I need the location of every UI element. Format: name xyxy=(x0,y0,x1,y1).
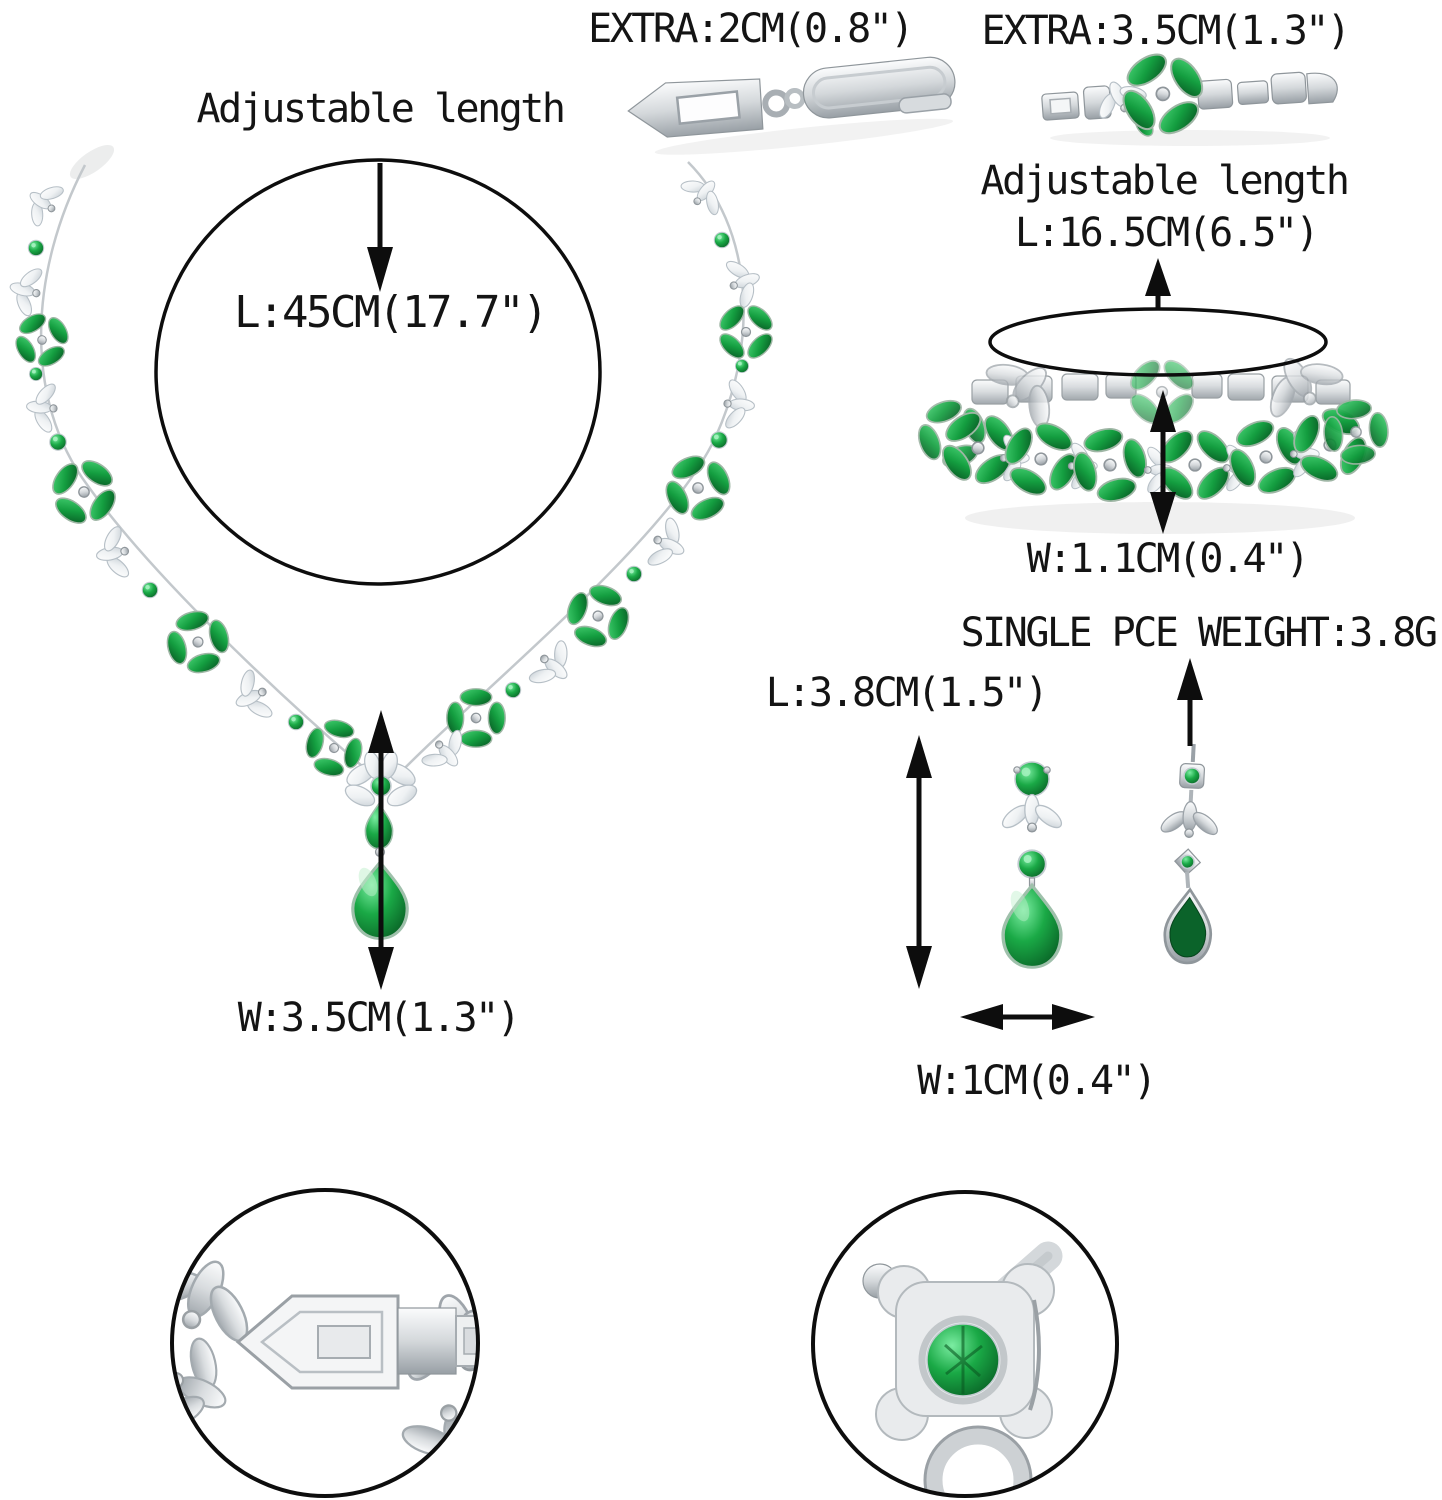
bracelet-adjustable-length-label: Adjustable length xyxy=(980,158,1350,204)
necklace-image xyxy=(2,144,777,941)
earring-weight-arrow-icon xyxy=(1177,658,1203,746)
earring-length-arrow-icon xyxy=(906,735,932,989)
earring-width-arrow-icon xyxy=(960,1004,1095,1030)
necklace-length-label: L:45CM(17.7") xyxy=(234,287,548,338)
necklace-length-annotation xyxy=(154,158,602,586)
necklace-clasp-extender-image xyxy=(627,56,956,155)
up-arrow-icon xyxy=(1145,258,1171,310)
bracelet-length-label: L:16.5CM(6.5") xyxy=(1014,210,1320,256)
clasp-detail-image xyxy=(170,1188,480,1498)
earring-side-image xyxy=(1156,743,1223,966)
necklace-extender-label: EXTRA:2CM(0.8") xyxy=(588,6,914,52)
bracelet-extender-image xyxy=(1041,41,1338,147)
earring-front-image xyxy=(998,761,1066,970)
necklace-width-arrow-icon xyxy=(368,710,394,990)
bracelet-length-annotation xyxy=(988,258,1328,377)
necklace-adjustable-length-label: Adjustable length xyxy=(196,86,566,132)
necklace-pendant-width-label: W:3.5CM(1.3") xyxy=(237,995,521,1041)
earring-width-label: W:1CM(0.4") xyxy=(917,1058,1157,1104)
bracelet-width-arrow-icon xyxy=(1150,390,1176,534)
down-arrow-icon xyxy=(367,163,393,292)
bracelet-extender-label: EXTRA:3.5CM(1.3") xyxy=(981,8,1351,54)
bracelet-width-label: W:1.1CM(0.4") xyxy=(1026,536,1310,582)
earring-weight-label: SINGLE PCE WEIGHT:3.8G xyxy=(960,610,1438,656)
stone-setting-detail-image xyxy=(811,1190,1119,1498)
earring-length-label: L:3.8CM(1.5") xyxy=(765,670,1049,716)
